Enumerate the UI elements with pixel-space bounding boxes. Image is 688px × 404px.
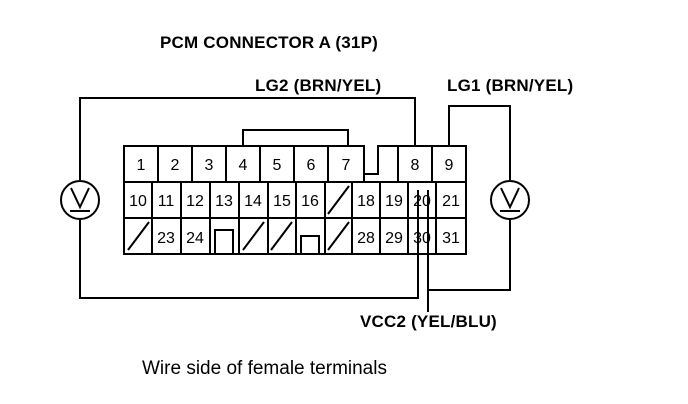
keying-notch xyxy=(214,229,234,254)
terminal-number: 28 xyxy=(357,230,375,247)
lg1-wire-label: LG1 (BRN/YEL) xyxy=(447,76,574,95)
terminal-number: 23 xyxy=(157,230,175,247)
terminal-number: 11 xyxy=(158,193,175,210)
terminal-number: 3 xyxy=(205,157,214,174)
terminal-number: 5 xyxy=(273,157,282,174)
row2-dividers xyxy=(151,182,437,218)
terminal-number: 31 xyxy=(442,230,460,247)
vcc2-wire-label: VCC2 (YEL/BLU) xyxy=(360,312,497,331)
lg2-wire-label: LG2 (BRN/YEL) xyxy=(255,76,382,95)
terminal-number: 7 xyxy=(342,157,351,174)
terminal-number: 13 xyxy=(215,193,233,210)
connector-lock-tab xyxy=(242,129,349,146)
terminal-number: 6 xyxy=(307,157,316,174)
empty-cavity-slash xyxy=(327,185,350,215)
terminal-number: 16 xyxy=(301,193,319,210)
terminal-number: 12 xyxy=(186,193,204,210)
diagram-caption: Wire side of female terminals xyxy=(142,358,387,379)
left-voltmeter-icon xyxy=(60,180,100,220)
lg1-wire xyxy=(448,105,511,180)
empty-cavity-slashes xyxy=(127,221,350,251)
terminal-number: 18 xyxy=(357,193,375,210)
connector-title: PCM CONNECTOR A (31P) xyxy=(160,33,378,52)
left-meter-vcc2-wire xyxy=(79,190,419,299)
terminal-number: 4 xyxy=(239,157,248,174)
terminal-number: 8 xyxy=(411,157,420,174)
terminal-number: 9 xyxy=(445,157,454,174)
keying-notch xyxy=(300,235,320,254)
terminal-number: 29 xyxy=(385,230,403,247)
terminal-number: 14 xyxy=(244,193,262,210)
terminal-number: 10 xyxy=(129,193,147,210)
terminal-number: 1 xyxy=(137,157,146,174)
row3-dividers xyxy=(151,218,437,254)
terminal-number: 15 xyxy=(273,193,291,210)
right-meter-vcc2-wire xyxy=(427,190,511,291)
lg2-wire xyxy=(79,97,416,180)
terminal-numbers: 1 2 3 4 5 6 7 8 9 10 11 12 13 14 15 16 1… xyxy=(129,157,460,247)
right-voltmeter-icon xyxy=(490,180,530,220)
terminal-number: 2 xyxy=(171,157,180,174)
row1-dividers xyxy=(157,146,433,182)
terminal-number: 19 xyxy=(385,193,403,210)
terminal-number: 24 xyxy=(186,230,204,247)
terminal-number: 21 xyxy=(442,193,460,210)
